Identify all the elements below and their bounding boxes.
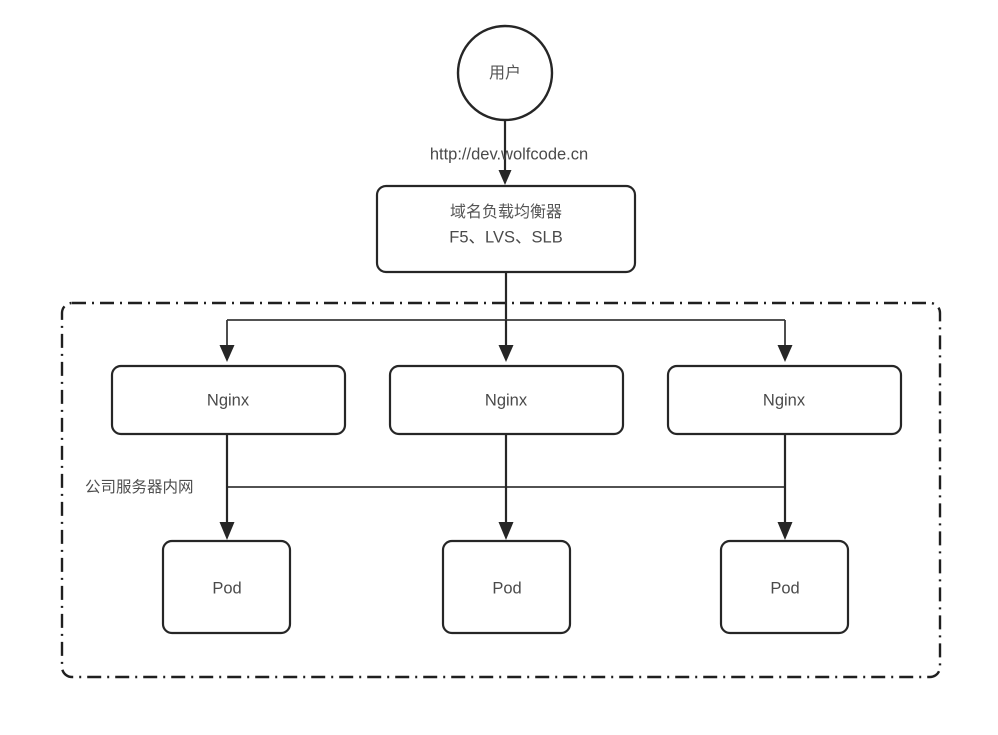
client-to-loadbalancer-edge: http://dev.wolfcode.cn	[430, 120, 588, 185]
internal-network-zone-label: 公司服务器内网	[85, 478, 194, 496]
nginx-to-pod-edges	[219, 434, 793, 540]
internal-network-zone: 公司服务器内网	[60, 301, 942, 679]
pod-3-box-shape	[719, 539, 850, 635]
nginx-node-3: Nginx	[666, 364, 903, 436]
loadbalancer-to-nginx-2-arrow-icon	[498, 345, 514, 362]
load-balancer-label-primary: 域名负载均衡器	[450, 203, 562, 221]
request-url-label: http://dev.wolfcode.cn	[430, 145, 588, 163]
pod-2-label: Pod	[492, 579, 521, 597]
internal-network-zone-border	[60, 301, 942, 679]
pod-1-label: Pod	[212, 579, 241, 597]
nginx-3-label: Nginx	[763, 391, 806, 409]
nginx-2-to-pod-2-arrow-icon	[498, 522, 514, 540]
client-to-loadbalancer-arrow-icon	[498, 170, 512, 185]
nginx-node-2: Nginx	[388, 364, 625, 436]
loadbalancer-to-nginx-3-arrow-icon	[777, 345, 793, 362]
nginx-1-to-pod-1-arrow-icon	[219, 522, 235, 540]
pod-3-label: Pod	[770, 579, 799, 597]
loadbalancer-to-nginx-1-arrow-icon	[219, 345, 235, 362]
pod-node-2: Pod	[441, 539, 572, 635]
pod-node-1: Pod	[161, 539, 292, 635]
client-node: 用户	[456, 24, 554, 122]
loadbalancer-to-nginx-edges	[219, 272, 793, 362]
nginx-1-label: Nginx	[207, 391, 250, 409]
client-label: 用户	[489, 64, 521, 82]
pod-2-box-shape	[441, 539, 572, 635]
nginx-2-label: Nginx	[485, 391, 528, 409]
pod-1-box-shape	[161, 539, 292, 635]
load-balancer-node: 域名负载均衡器 F5、LVS、SLB	[375, 184, 637, 274]
pod-node-3: Pod	[719, 539, 850, 635]
nginx-1-box-shape	[110, 364, 347, 436]
load-balancer-label-secondary: F5、LVS、SLB	[449, 228, 562, 246]
nginx-3-to-pod-3-arrow-icon	[777, 522, 793, 540]
nginx-node-1: Nginx	[110, 364, 347, 436]
